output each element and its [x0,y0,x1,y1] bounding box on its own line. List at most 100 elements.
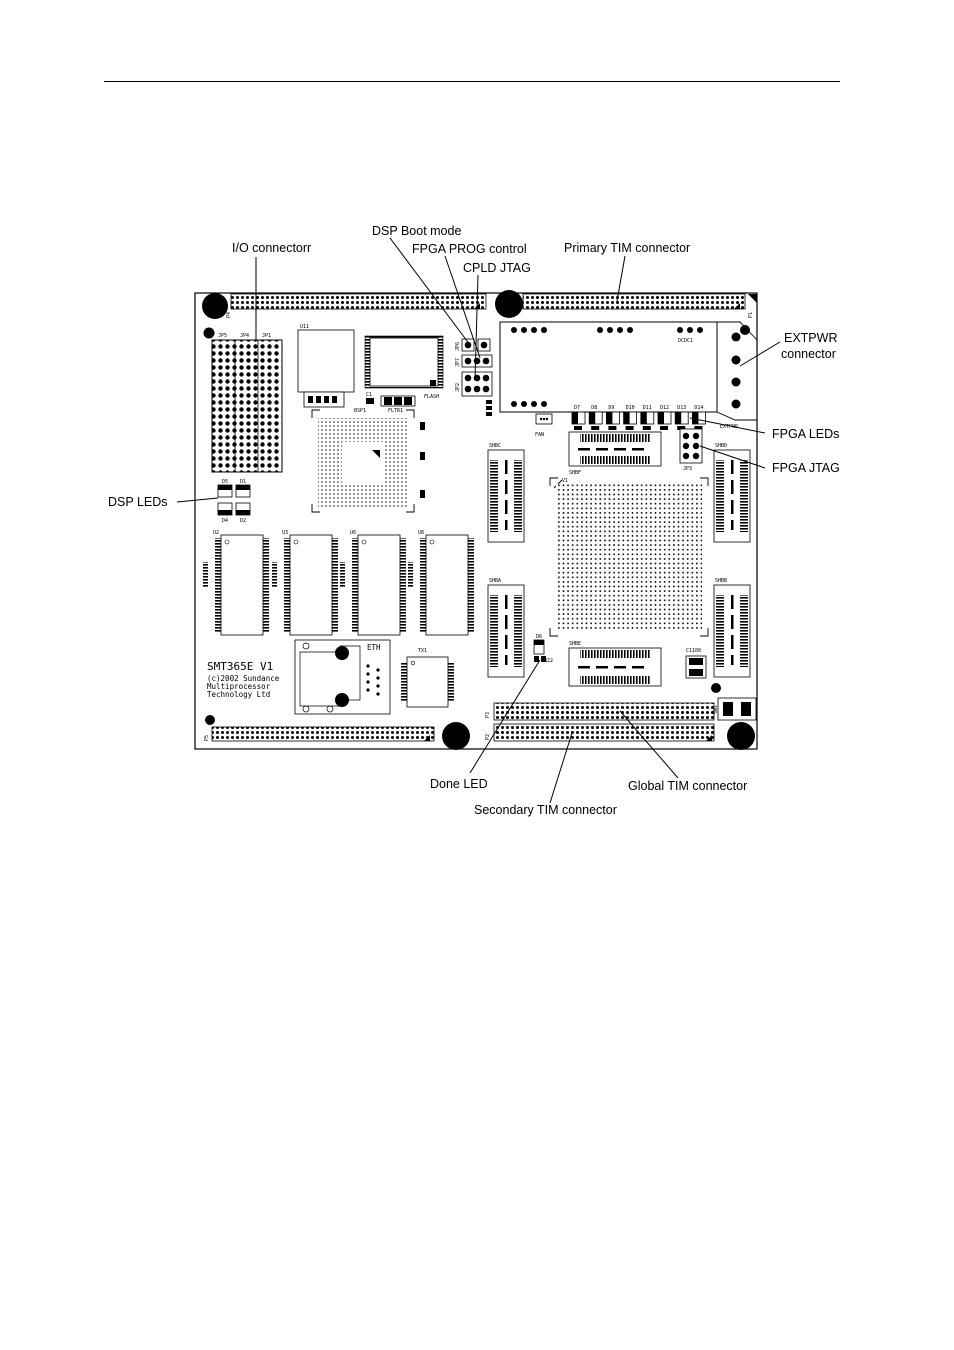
callout-cpld-jtag: CPLD JTAG [463,261,531,275]
label-flash: FLASH [424,394,439,400]
callout-dsp-leds: DSP LEDs [108,495,168,509]
fpga-led: D14 [692,405,706,430]
chip-u11: U11 [297,324,355,408]
ref-jp5: JP5 [218,333,227,339]
connector-p2: P2 [485,723,715,742]
ref-shbf: SHBF [569,470,581,476]
ref-d1: D1 [240,479,246,485]
fpga-led-ref: D11 [643,405,652,411]
label-dcdc1: DCDC1 [678,338,693,344]
shb-connector-shba: SHBA [487,578,525,678]
fpga-led: D7 [571,405,586,430]
label-fltr1: FLTR1 [388,408,403,414]
ref-jp7: JP7 [455,358,461,367]
shb-connector-shbb: SHBB [713,578,751,678]
chip-bsp1: BSP1 C1 [354,392,374,414]
callout-fpga-leds: FPGA LEDs [772,427,839,441]
ref-u11: U11 [300,324,309,330]
ref-c1100: C1100 [686,648,701,654]
fpga-led-ref: D7 [574,405,580,411]
fpga-led-ref: D13 [677,405,686,411]
ref-p1: P1 [748,312,754,318]
fpga-led: D11 [640,405,655,430]
copyright-2: Multiprocessor [207,682,271,691]
eth-connector: ETH [294,639,391,715]
dsp-leds: D5 D1 D4 D2 [217,479,251,524]
ref-u8: U8 [418,530,424,536]
ref-p2: P2 [485,734,491,740]
shb-connector-shbc-left: SHBC [487,443,525,543]
copyright-3: Technology Ltd [207,690,270,699]
filter-fltr1: FLTR1 [380,395,416,414]
connector-p4: P4 [226,293,487,318]
jumper-jp3: JP3 [679,428,703,472]
chip-u8: U8 [418,530,474,636]
shb-connector-shbc: SHBF [568,431,662,476]
ref-tx1: TX1 [418,648,427,654]
ref-p3: P3 [485,712,491,718]
header-rule [104,81,840,82]
ref-shbe: SHBE [569,641,581,647]
done-led: D6 R22 [533,634,553,664]
ref-shba: SHBA [489,578,501,584]
connector-p3: P3 [485,702,715,721]
callout-secondary-tim: Secondary TIM connector [474,803,617,817]
ref-shbb: SHBB [715,578,727,584]
ref-jp2: JP2 [455,383,461,392]
connector-p5: P5 [204,726,435,742]
jumper-jp7: JP7 [455,354,493,368]
ref-jp3: JP3 [683,466,692,472]
ref-u6: U6 [350,530,356,536]
capacitor-c1100: C1100 [685,648,707,679]
chip-u2: U2 [213,530,269,636]
ref-shbc: SHBC [489,443,501,449]
label-eth: ETH [367,643,381,652]
dcdc-module: DCDC1 EXTPWR [499,321,758,430]
ref-u3: U3 [282,530,288,536]
copyright-1: (c)2002 Sundance [207,674,280,683]
callout-global-tim: Global TIM connector [628,779,747,793]
callout-fpga-prog-control: FPGA PROG control [412,242,527,256]
fpga-led: D12 [657,405,672,430]
ref-p4: P4 [226,312,232,318]
callout-io-connector: I/O connectorr [232,241,311,255]
dsp-bga [311,409,425,513]
fpga-led-ref: D9 [608,405,614,411]
fpga-led-ref: D8 [591,405,597,411]
chip-u3: U3 [282,530,338,636]
ref-d5: D5 [222,479,228,485]
fpga-led-ref: D10 [626,405,635,411]
ref-jp6: JP6 [455,342,461,351]
fpga-led: D9 [606,405,620,430]
callout-done-led: Done LED [430,777,488,791]
fpga-led: D8 [588,405,603,430]
sdram-chips: U2 U3 U6 U8 [203,530,474,636]
ref-d6: D6 [536,634,542,640]
ref-d2: D2 [240,518,246,524]
ref-v1: V1 [562,478,568,484]
connector-p1: P1 [522,293,757,318]
label-extpwr-silk: EXTPWR [720,424,739,430]
ref-jp4: JP4 [240,333,249,339]
ref-sw1: SW1 [713,705,719,714]
fpga-bga: V1 [549,477,709,637]
board-model: SMT365E V1 [207,660,273,673]
mounting-holes [202,290,755,750]
board-name-block: SMT365E V1 (c)2002 Sundance Multiprocess… [207,660,280,699]
fpga-led-ref: D12 [660,405,669,411]
callout-labels: DSP Boot mode I/O connectorr FPGA PROG c… [108,224,840,817]
callout-primary-tim: Primary TIM connector [564,241,690,255]
small-components-vertical [486,400,492,416]
ref-c1: C1 [366,392,372,398]
transformer-tx1: TX1 [401,648,454,708]
jumper-jp6: JP6 [455,338,491,352]
ref-d4: D4 [222,518,228,524]
io-connector-block: JP5 JP4 JP1 [211,333,283,473]
callout-extpwr-2: connector [781,347,836,361]
callout-extpwr-1: EXTPWR [784,331,837,345]
fpga-led: D10 [623,405,637,430]
ref-shbd: SHBD [715,443,727,449]
fpga-led-ref: D14 [694,405,703,411]
ref-p5: P5 [204,735,210,741]
callout-dsp-boot-mode: DSP Boot mode [372,224,461,238]
